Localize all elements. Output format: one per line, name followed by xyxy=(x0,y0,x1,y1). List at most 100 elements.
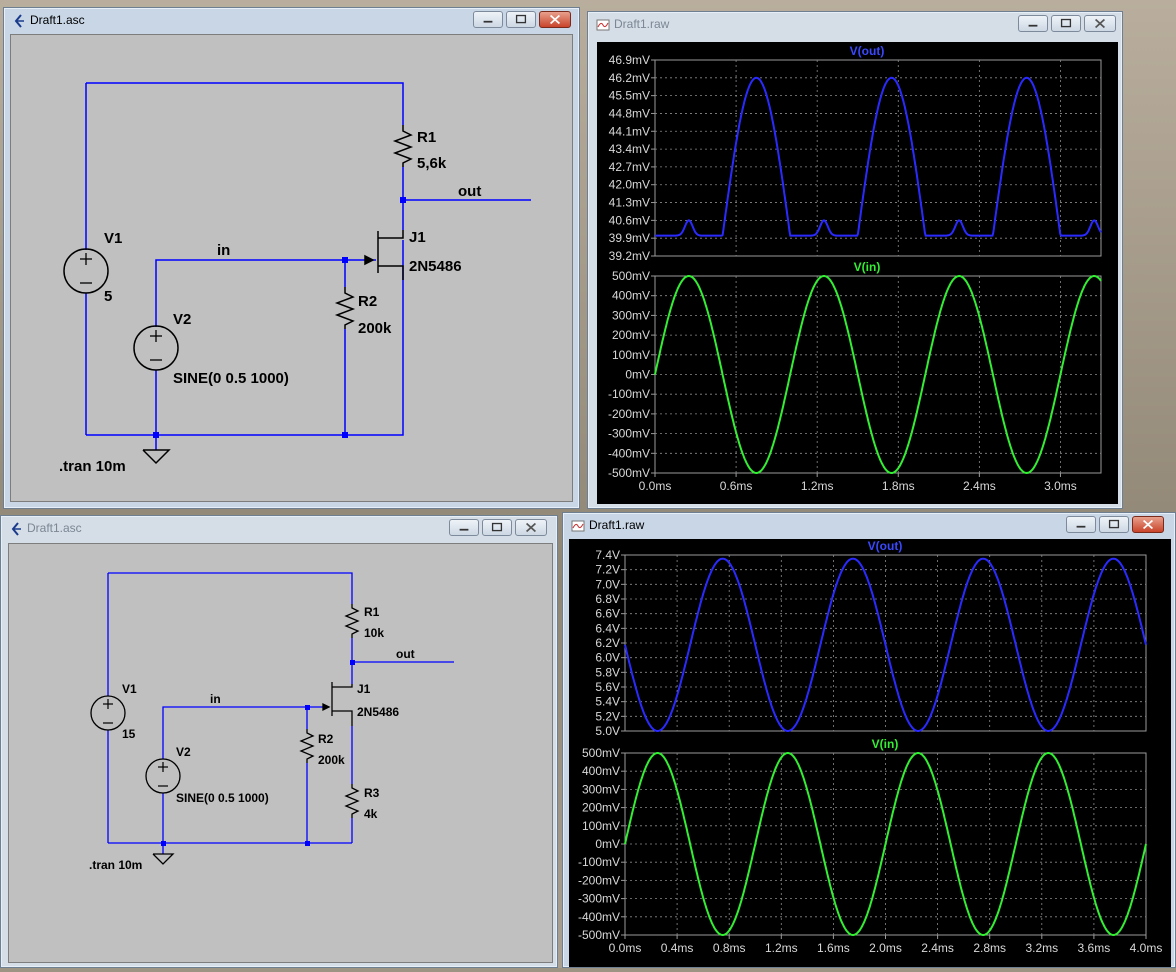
window-title: Draft1.raw xyxy=(589,518,645,532)
y-tick-label: 40.6mV xyxy=(609,213,650,227)
bottom-title: V(in) xyxy=(872,737,899,751)
x-tick-label: 3.2ms xyxy=(1025,941,1058,955)
y-tick-label: -500mV xyxy=(608,466,650,480)
y-tick-label: 500mV xyxy=(582,746,620,760)
tran-directive: .tran 10m xyxy=(89,858,142,872)
net-in-label: in xyxy=(217,242,230,259)
y-tick-label: 5.8V xyxy=(595,665,620,679)
x-tick-label: 0.4ms xyxy=(661,941,694,955)
x-tick-label: 1.8ms xyxy=(882,479,915,493)
y-tick-label: 200mV xyxy=(582,801,620,815)
y-tick-label: 5.2V xyxy=(595,709,620,723)
top-title: V(out) xyxy=(850,44,885,58)
y-tick-label: 46.2mV xyxy=(609,71,650,85)
net-in-label: in xyxy=(210,692,221,706)
maximize-button[interactable] xyxy=(506,11,536,28)
y-tick-label: -200mV xyxy=(608,407,650,421)
y-tick-label: -500mV xyxy=(578,928,620,942)
y-tick-label: 42.0mV xyxy=(609,178,650,192)
y-tick-label: -400mV xyxy=(578,910,620,924)
minimize-button[interactable] xyxy=(1018,15,1048,32)
schematic-window-2[interactable]: Draft1.asc xyxy=(0,515,558,968)
v1-value: 5 xyxy=(104,288,112,305)
x-tick-label: 3.0ms xyxy=(1044,479,1077,493)
y-tick-label: 42.7mV xyxy=(609,160,650,174)
v1-value: 15 xyxy=(122,727,136,741)
y-tick-label: 300mV xyxy=(612,308,650,322)
waveform-trace xyxy=(624,557,1147,732)
close-button[interactable] xyxy=(515,519,547,536)
r2-name: R2 xyxy=(358,293,377,310)
minimize-button[interactable] xyxy=(473,11,503,28)
schematic-drawing: V1 15 V2 SINE(0 0.5 1000) R1 10k R2 200k… xyxy=(89,572,454,872)
maximize-button[interactable] xyxy=(1051,15,1081,32)
waveform-plot: V(out) V(in) 7.4V7.2V7.0V6.8V6.6V6.4V6.2… xyxy=(578,539,1163,955)
schematic-canvas[interactable]: V1 5 V2 SINE(0 0.5 1000) R1 5,6k R2 200k… xyxy=(10,34,573,502)
x-tick-label: 0.8ms xyxy=(713,941,746,955)
title-bar[interactable]: Draft1.asc xyxy=(4,8,579,34)
y-tick-label: -100mV xyxy=(578,855,620,869)
y-tick-label: 200mV xyxy=(612,328,650,342)
close-button[interactable] xyxy=(1132,516,1164,533)
y-tick-label: 5.4V xyxy=(595,695,620,709)
v2-value: SINE(0 0.5 1000) xyxy=(173,370,289,387)
minimize-button[interactable] xyxy=(1066,516,1096,533)
y-tick-label: 45.5mV xyxy=(609,89,650,103)
window-title: Draft1.asc xyxy=(30,13,85,27)
r2-name: R2 xyxy=(318,732,334,746)
y-tick-label: 400mV xyxy=(582,764,620,778)
y-tick-label: 6.2V xyxy=(595,636,620,650)
net-out-label: out xyxy=(396,647,415,661)
y-tick-label: 44.8mV xyxy=(609,106,650,120)
plot-frame xyxy=(654,59,1102,257)
tran-directive: .tran 10m xyxy=(59,458,126,475)
y-tick-label: 6.8V xyxy=(595,592,620,606)
title-bar[interactable]: Draft1.raw xyxy=(563,513,1175,539)
j1-value: 2N5486 xyxy=(409,258,462,275)
y-tick-label: 100mV xyxy=(582,819,620,833)
r3-value: 4k xyxy=(364,807,378,821)
y-tick-label: -400mV xyxy=(608,446,650,460)
j1-name: J1 xyxy=(357,682,371,696)
y-tick-label: 5.0V xyxy=(595,724,620,738)
y-tick-label: 6.6V xyxy=(595,607,620,621)
y-tick-label: 400mV xyxy=(612,289,650,303)
v2-name: V2 xyxy=(176,745,191,759)
y-tick-label: 5.6V xyxy=(595,680,620,694)
waveform-trace xyxy=(624,752,1147,936)
r1-value: 10k xyxy=(364,626,384,640)
maximize-button[interactable] xyxy=(482,519,512,536)
v1-name: V1 xyxy=(104,230,122,247)
y-tick-label: 0mV xyxy=(595,837,620,851)
schematic-window-1[interactable]: Draft1.asc xyxy=(3,7,580,509)
ltspice-icon xyxy=(14,14,24,28)
y-tick-label: -300mV xyxy=(578,892,620,906)
y-tick-label: 6.4V xyxy=(595,621,620,635)
window-title: Draft1.raw xyxy=(614,17,670,31)
r1-value: 5,6k xyxy=(417,155,447,172)
maximize-button[interactable] xyxy=(1099,516,1129,533)
v2-value: SINE(0 0.5 1000) xyxy=(176,791,269,805)
waveform-plot: V(out) V(in) 46.9mV46.2mV45.5mV44.8mV44.… xyxy=(608,44,1102,493)
title-bar[interactable]: Draft1.raw xyxy=(588,12,1122,38)
title-bar[interactable]: Draft1.asc xyxy=(1,516,557,542)
y-tick-label: 500mV xyxy=(612,269,650,283)
y-tick-label: 7.4V xyxy=(595,548,620,562)
window-title: Draft1.asc xyxy=(27,521,82,535)
j1-value: 2N5486 xyxy=(357,705,399,719)
y-tick-label: 6.0V xyxy=(595,651,620,665)
waveform-icon xyxy=(571,520,585,532)
x-tick-label: 1.2ms xyxy=(765,941,798,955)
waveform-trace xyxy=(655,76,1102,237)
close-button[interactable] xyxy=(539,11,571,28)
x-tick-label: 4.0ms xyxy=(1130,941,1163,955)
schematic-canvas[interactable]: V1 15 V2 SINE(0 0.5 1000) R1 10k R2 200k… xyxy=(8,543,553,963)
x-tick-label: 2.8ms xyxy=(973,941,1006,955)
close-button[interactable] xyxy=(1084,15,1116,32)
y-tick-label: -300mV xyxy=(608,427,650,441)
minimize-button[interactable] xyxy=(449,519,479,536)
